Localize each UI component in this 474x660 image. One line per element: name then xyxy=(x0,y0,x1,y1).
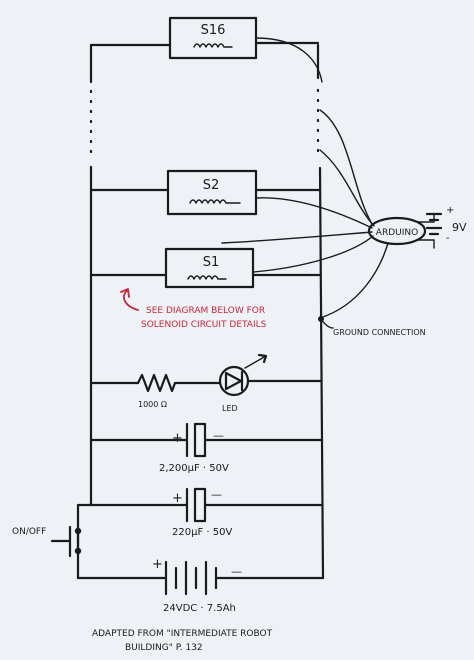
battery-minus: — xyxy=(231,565,242,578)
led-icon xyxy=(218,365,250,397)
battery9v-minus: - xyxy=(446,233,450,244)
ground-connection: GROUND CONNECTION xyxy=(318,316,426,337)
solenoid-s1: S1 xyxy=(89,247,322,289)
credit: ADAPTED FROM "INTERMEDIATE ROBOT BUILDIN… xyxy=(92,629,273,653)
led-branch: 1000 Ω LED xyxy=(89,353,323,413)
solenoid-s16-label: S16 xyxy=(201,23,226,38)
led-label: LED xyxy=(222,404,238,413)
switch-label: ON/OFF xyxy=(12,527,46,537)
ground-connection-label: GROUND CONNECTION xyxy=(333,328,426,337)
capacitor-1-plus: + xyxy=(172,431,183,446)
capacitor-1-label: 2,200μF · 50V xyxy=(159,463,229,474)
capacitor-2-label: 220μF · 50V xyxy=(172,527,232,538)
arduino-label: ARDUINO xyxy=(376,228,418,238)
capacitor-1-minus: — xyxy=(213,429,224,442)
battery-plus: + xyxy=(152,557,163,572)
capacitor-2: + — 220μF · 50V xyxy=(89,487,324,538)
solenoid-s1-label: S1 xyxy=(203,255,220,270)
solenoid-s2: S2 xyxy=(89,169,322,216)
on-off-switch: ON/OFF xyxy=(12,525,82,558)
solenoid-s16: S16 xyxy=(89,16,323,83)
control-wires xyxy=(221,109,389,319)
capacitor-1: + — 2,200μF · 50V xyxy=(89,422,323,474)
capacitor-2-minus: — xyxy=(211,488,222,501)
credit-line1: ADAPTED FROM "INTERMEDIATE ROBOT xyxy=(92,629,273,639)
solenoid-note: SEE DIAGRAM BELOW FOR SOLENOID CIRCUIT D… xyxy=(120,288,267,330)
right-rail xyxy=(316,43,325,580)
main-battery: + — 24VDC · 7.5Ah xyxy=(76,557,325,614)
arduino: ARDUINO + - 9V xyxy=(367,205,467,249)
capacitor-2-plus: + xyxy=(172,491,183,506)
resistor-label: 1000 Ω xyxy=(138,400,167,409)
left-rail xyxy=(76,43,93,580)
battery9v-voltage: 9V xyxy=(452,221,467,234)
note-line1: SEE DIAGRAM BELOW FOR xyxy=(146,306,265,316)
credit-line2: BUILDING" P. 132 xyxy=(125,643,203,653)
battery9v-plus: + xyxy=(446,205,454,216)
note-line2: SOLENOID CIRCUIT DETAILS xyxy=(141,320,267,330)
battery-label: 24VDC · 7.5Ah xyxy=(163,603,236,614)
solenoid-s2-label: S2 xyxy=(203,178,220,193)
